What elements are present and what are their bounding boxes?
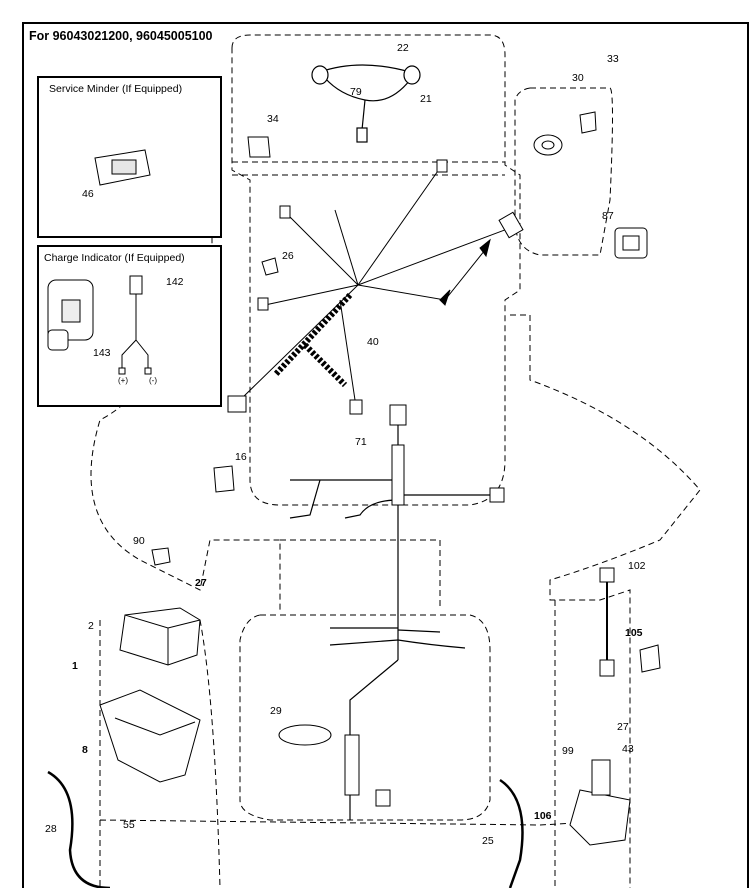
cable-102 bbox=[599, 567, 615, 677]
part-90 bbox=[151, 547, 171, 566]
part-label-25: 25 bbox=[482, 835, 494, 847]
braided-sleeve bbox=[272, 292, 353, 388]
polarity-plus: (+) bbox=[118, 376, 128, 385]
right-fender bbox=[510, 314, 701, 888]
seat-area bbox=[239, 614, 491, 821]
dash-switch bbox=[247, 136, 271, 158]
charge-indicator-box: Charge Indicator (If Equipped) bbox=[37, 245, 222, 407]
left-fender bbox=[90, 319, 281, 610]
part-label-142: 142 bbox=[166, 276, 184, 288]
part-105 bbox=[639, 644, 661, 673]
battery-tray bbox=[99, 689, 201, 783]
relay-16 bbox=[213, 465, 235, 493]
service-minder-title: Service Minder (If Equipped) bbox=[49, 83, 183, 95]
part-label-22: 22 bbox=[397, 42, 409, 54]
polarity-minus: (-) bbox=[149, 376, 157, 385]
page-title: For 96043021200, 96045005100 bbox=[29, 29, 213, 43]
part-label-106: 106 bbox=[534, 810, 552, 822]
part-label-28: 28 bbox=[45, 823, 57, 835]
part-label-99: 99 bbox=[562, 745, 574, 757]
solenoid bbox=[569, 759, 631, 846]
part-label-27-bottom: 27 bbox=[617, 721, 629, 733]
lower-center bbox=[280, 539, 441, 610]
part-label-105: 105 bbox=[625, 627, 643, 639]
part-label-29: 29 bbox=[270, 705, 282, 717]
part-label-27-top: 27 bbox=[195, 577, 207, 589]
part-label-30: 30 bbox=[572, 72, 584, 84]
part-label-2: 2 bbox=[88, 620, 94, 632]
part-label-71: 71 bbox=[355, 436, 367, 448]
hood-band bbox=[232, 161, 505, 176]
part-label-90: 90 bbox=[133, 535, 145, 547]
main-harness bbox=[239, 167, 511, 401]
relay bbox=[579, 111, 597, 134]
part-label-46: 46 bbox=[82, 188, 94, 200]
part-label-43: 43 bbox=[622, 743, 634, 755]
part-29 bbox=[278, 724, 332, 746]
battery bbox=[119, 607, 201, 666]
ignition-outline bbox=[514, 87, 613, 256]
part-label-79: 79 bbox=[350, 86, 362, 98]
cable-28 bbox=[47, 770, 111, 888]
part-label-26: 26 bbox=[282, 250, 294, 262]
diagram-frame bbox=[22, 22, 749, 888]
rear-connectors bbox=[344, 404, 505, 807]
charge-indicator-title: Charge Indicator (If Equipped) bbox=[44, 252, 185, 264]
plunger-switch bbox=[614, 227, 648, 259]
part-label-143: 143 bbox=[93, 347, 111, 359]
headlight-harness bbox=[311, 64, 421, 143]
part-label-33: 33 bbox=[607, 53, 619, 65]
part-label-16: 16 bbox=[235, 451, 247, 463]
hood-outline bbox=[231, 34, 521, 506]
cable-25 bbox=[499, 778, 524, 888]
harness-connectors bbox=[227, 159, 524, 415]
part-label-34: 34 bbox=[267, 113, 279, 125]
part-label-87: 87 bbox=[602, 210, 614, 222]
clip bbox=[261, 257, 279, 276]
part-label-40: 40 bbox=[367, 336, 379, 348]
part-label-102: 102 bbox=[628, 560, 646, 572]
part-label-21: 21 bbox=[420, 93, 432, 105]
ignition-switch bbox=[533, 134, 563, 156]
part-label-8: 8 bbox=[82, 744, 88, 756]
part-label-1: 1 bbox=[72, 660, 78, 672]
part-label-55: 55 bbox=[123, 819, 135, 831]
service-minder-box: Service Minder (If Equipped) bbox=[37, 76, 222, 238]
